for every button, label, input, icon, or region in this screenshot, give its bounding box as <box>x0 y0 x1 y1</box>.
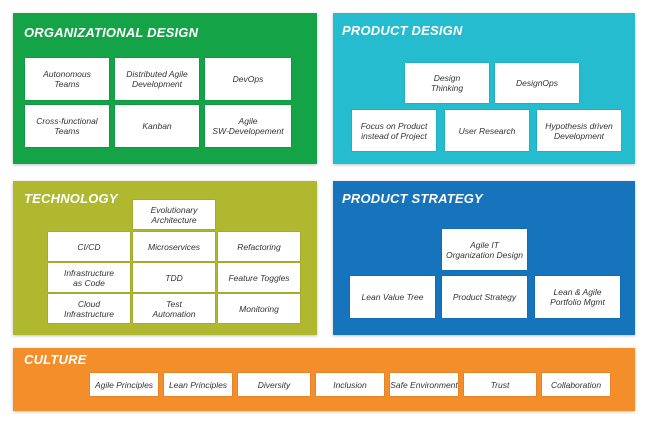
strat-card-lean-agile-portfolio: Lean & Agile Portfolio Mgmt <box>535 276 620 318</box>
tech-card-monitoring: Monitoring <box>218 294 300 323</box>
culture-card-safe-environment: Safe Environment <box>390 373 458 396</box>
tech-card-feature-toggles: Feature Toggles <box>218 263 300 292</box>
tech-card-microservices: Microservices <box>133 232 215 261</box>
org-card-cross-functional: Cross-functional Teams <box>25 105 109 147</box>
prod-card-designops: DesignOps <box>495 63 579 103</box>
culture-card-inclusion: Inclusion <box>316 373 384 396</box>
tech-card-tdd: TDD <box>133 263 215 292</box>
culture-panel: CULTURE Agile Principles Lean Principles… <box>13 348 635 411</box>
org-card-devops: DevOps <box>205 58 291 100</box>
culture-card-lean-principles: Lean Principles <box>164 373 232 396</box>
prod-card-focus-on-product: Focus on Product instead of Project <box>352 110 436 151</box>
org-card-autonomous-teams: Autonomous Teams <box>25 58 109 100</box>
culture-title: CULTURE <box>24 352 87 367</box>
prod-card-user-research: User Research <box>445 110 529 151</box>
tech-card-ci-cd: CI/CD <box>48 232 130 261</box>
prod-card-hypothesis-driven: Hypothesis driven Development <box>537 110 621 151</box>
culture-card-collaboration: Collaboration <box>542 373 610 396</box>
org-card-agile-sw: Agile SW-Developement <box>205 105 291 147</box>
org-card-distributed-agile: Distributed Agile Development <box>115 58 199 100</box>
strat-card-agile-it-organization: Agile IT Organization Design <box>442 229 527 270</box>
tech-card-infrastructure-as-code: Infrastructure as Code <box>48 263 130 292</box>
tech-card-evolutionary-architecture: Evolutionary Architecture <box>133 200 215 229</box>
prod-card-design-thinking: Design Thinking <box>405 63 489 103</box>
product-strategy-panel: PRODUCT STRATEGY Agile IT Organization D… <box>333 181 635 335</box>
product-design-title: PRODUCT DESIGN <box>342 23 463 38</box>
tech-card-refactoring: Refactoring <box>218 232 300 261</box>
tech-card-cloud-infrastructure: Cloud Infrastructure <box>48 294 130 323</box>
strat-card-product-strategy: Product Strategy <box>442 276 527 318</box>
product-design-panel: PRODUCT DESIGN Design Thinking DesignOps… <box>333 13 635 164</box>
organizational-design-title: ORGANIZATIONAL DESIGN <box>24 25 199 40</box>
technology-title: TECHNOLOGY <box>24 191 118 206</box>
product-strategy-title: PRODUCT STRATEGY <box>342 191 483 206</box>
org-card-kanban: Kanban <box>115 105 199 147</box>
technology-panel: TECHNOLOGY Evolutionary Architecture CI/… <box>13 181 317 335</box>
culture-card-agile-principles: Agile Principles <box>90 373 158 396</box>
strat-card-lean-value-tree: Lean Value Tree <box>350 276 435 318</box>
organizational-design-panel: ORGANIZATIONAL DESIGN Autonomous Teams D… <box>13 13 317 164</box>
culture-card-diversity: Diversity <box>238 373 310 396</box>
culture-card-trust: Trust <box>464 373 536 396</box>
tech-card-test-automation: Test Automation <box>133 294 215 323</box>
